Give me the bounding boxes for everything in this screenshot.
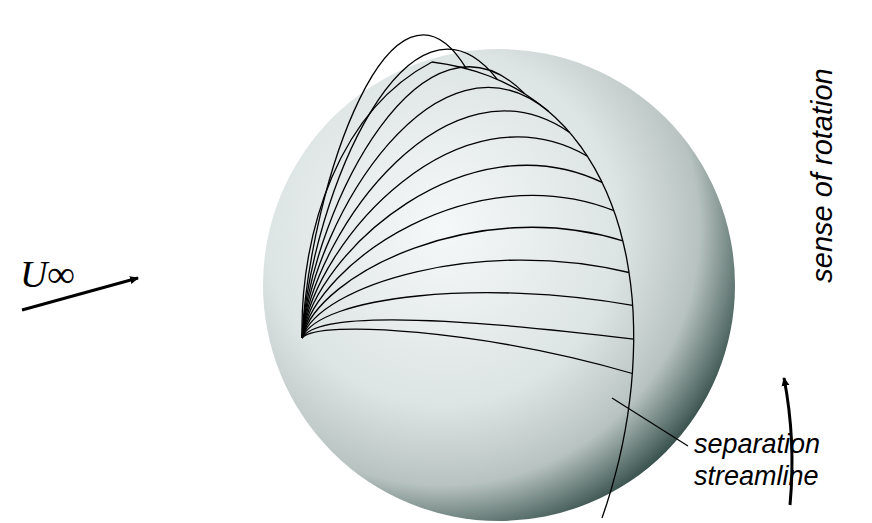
streamline [302,111,570,338]
streamlines [302,35,634,518]
streamline [302,293,633,338]
separation-streamline-label: separation streamline [694,428,864,493]
streamline [302,67,525,338]
streamline [302,195,614,338]
rotation-label: sense of rotation [805,68,838,282]
streamline [302,260,629,338]
leader-line [612,398,688,446]
streamline [302,137,587,338]
streamline [302,35,466,338]
streamline [302,329,632,373]
sphere [263,49,735,521]
streamline [302,165,602,338]
separation-streamline [432,62,634,518]
freestream-velocity-label: U∞ [20,252,75,296]
